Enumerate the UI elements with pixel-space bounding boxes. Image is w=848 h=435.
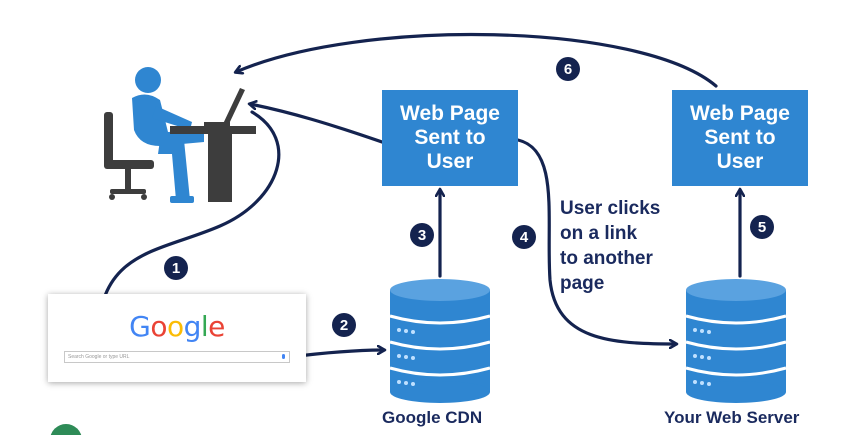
server-web-page-box: Web Page Sent to User: [672, 90, 808, 186]
cdn-box-line-1: Web Page: [400, 102, 500, 125]
arrow-cdn-page-to-user: [250, 104, 384, 144]
arrow-step-4: [516, 138, 676, 344]
partial-green-circle: [50, 424, 82, 435]
note-line-3: to another: [560, 248, 653, 269]
step-badge-2: 2: [332, 313, 356, 337]
google-logo-letter: o: [166, 310, 184, 343]
step-badge-4: 4: [512, 225, 536, 249]
note-line-4: page: [560, 273, 605, 294]
arrow-step-6: [236, 32, 718, 88]
google-search-input[interactable]: Search Google or type URL: [64, 351, 290, 363]
google-logo-letter: o: [150, 310, 167, 343]
server-box-line-3: User: [716, 150, 764, 173]
step-badge-6: 6: [556, 57, 580, 81]
cdn-box-line-3: User: [426, 150, 474, 173]
step-badge-3: 3: [410, 223, 434, 247]
server-database-icon: [685, 279, 787, 403]
google-logo-letter: G: [129, 310, 151, 343]
google-logo-letter: g: [183, 310, 202, 343]
note-line-1: User clicks: [560, 198, 661, 219]
web-server-label: Your Web Server: [664, 408, 800, 427]
microphone-icon: [282, 354, 285, 359]
arrow-step-1: [98, 110, 281, 336]
user-at-desk-icon: [104, 67, 256, 203]
cdn-database-icon: [389, 279, 491, 403]
step-badge-5: 5: [750, 215, 774, 239]
google-cdn-label: Google CDN: [382, 408, 483, 427]
step-badge-1: 1: [164, 256, 188, 280]
note-line-2: on a link: [560, 223, 638, 244]
server-box-line-2: Sent to: [704, 126, 776, 149]
google-logo-letter: l: [200, 310, 209, 343]
google-logo-letter: e: [208, 310, 225, 343]
server-box-line-1: Web Page: [690, 102, 790, 125]
google-logo: Google: [48, 310, 306, 343]
google-search-placeholder: Search Google or type URL: [68, 354, 130, 360]
user-clicks-note: User clicks on a link to another page: [560, 196, 660, 296]
cdn-box-line-2: Sent to: [414, 126, 486, 149]
google-search-card: Google Search Google or type URL: [48, 294, 306, 382]
cdn-web-page-box: Web Page Sent to User: [382, 90, 518, 186]
